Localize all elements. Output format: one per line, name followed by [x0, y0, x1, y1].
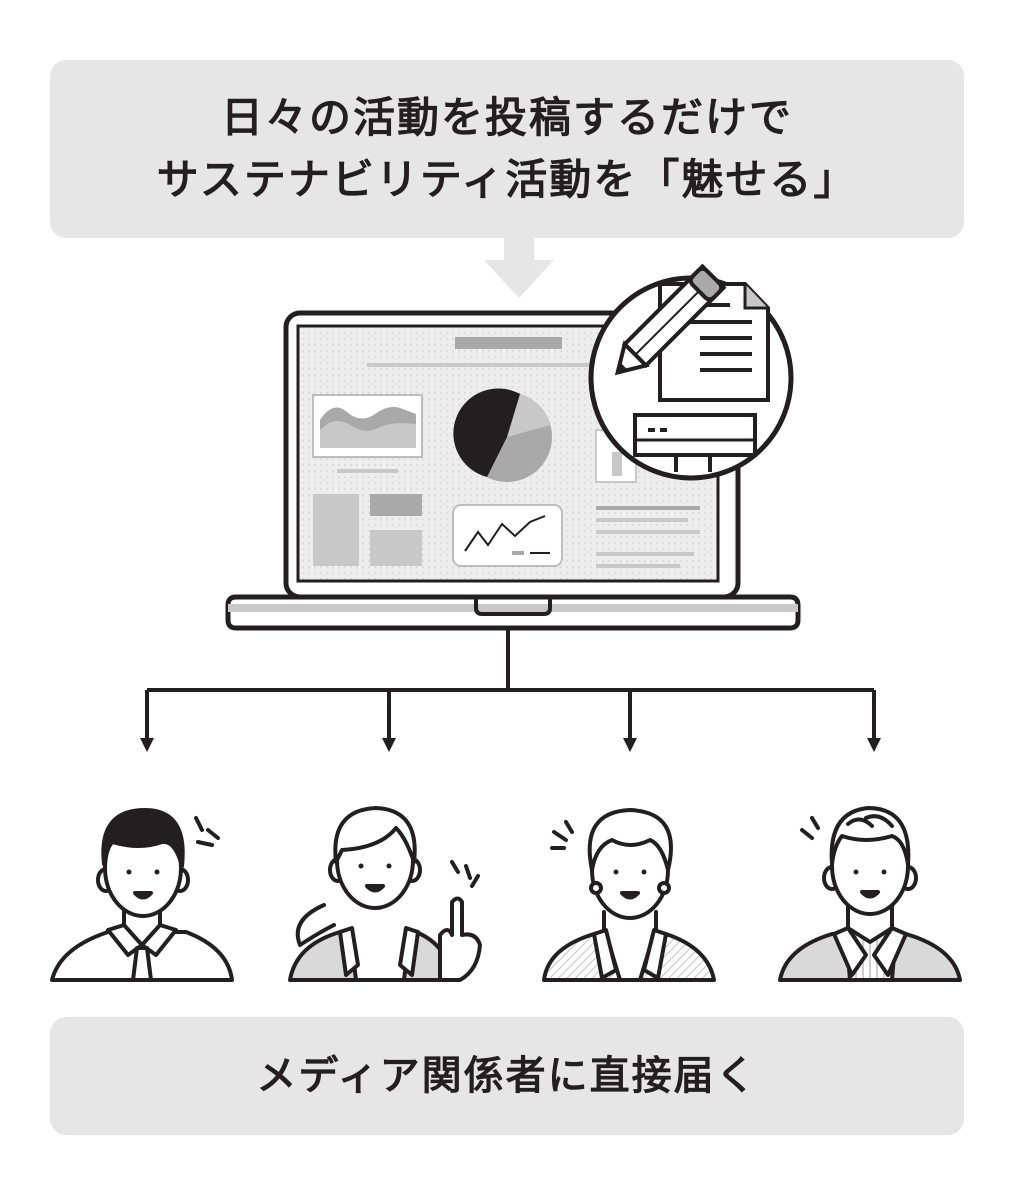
- headline-line-1: 日々の活動を投稿するだけで: [220, 93, 793, 142]
- headline-line-2: サステナビリティ活動を「魅せる」: [156, 155, 858, 204]
- person-icon: [50, 808, 234, 982]
- arrow-down-icon: [484, 238, 554, 298]
- line-chart-icon: [452, 504, 563, 567]
- connector-tree: [140, 628, 881, 752]
- footer-text: メディア関係者に直接届く: [256, 1053, 758, 1099]
- footer-banner: メディア関係者に直接届く: [50, 1017, 964, 1135]
- person-icon: [542, 808, 716, 982]
- pie-chart-icon: [453, 388, 552, 482]
- headline-banner: 日々の活動を投稿するだけで サステナビリティ活動を「魅せる」: [50, 60, 964, 238]
- person-icon: [778, 806, 962, 982]
- person-icon: [288, 806, 482, 982]
- document-pencil-icon: [588, 263, 794, 481]
